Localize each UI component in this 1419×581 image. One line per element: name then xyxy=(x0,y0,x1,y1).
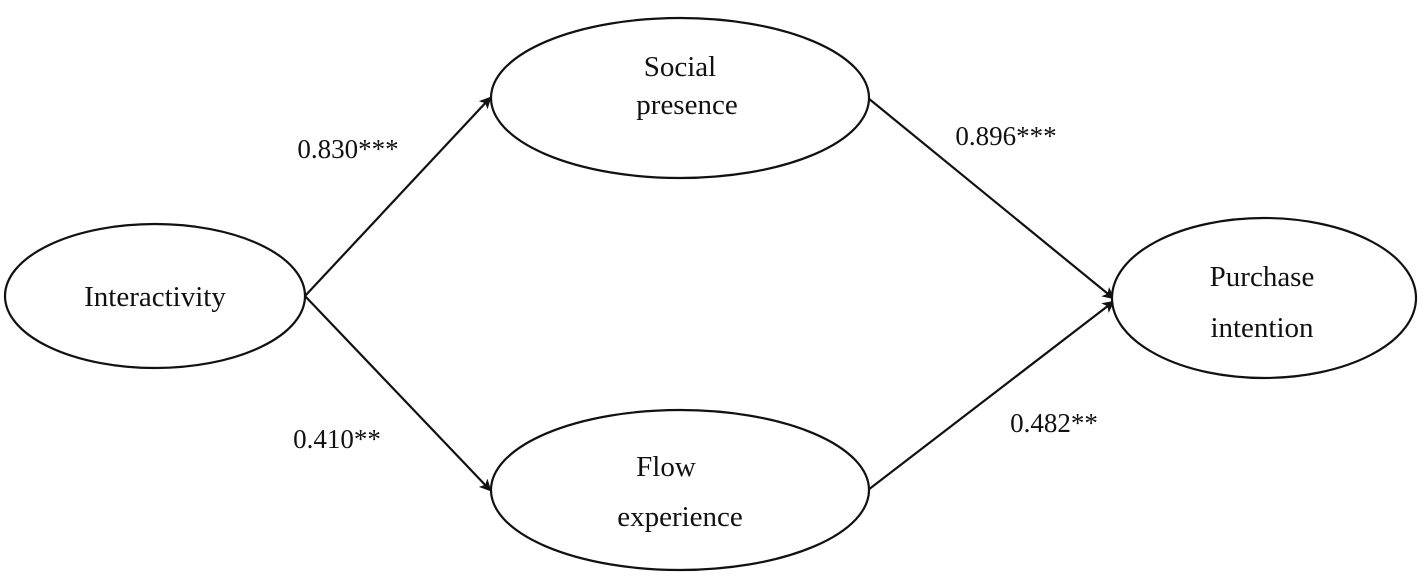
node-purchase-intention: Purchase intention xyxy=(1110,216,1418,380)
node-purchase-intention-label-line2: intention xyxy=(1210,312,1314,344)
coefficient-social-presence-purchase-intention: 0.896*** xyxy=(955,121,1056,151)
coefficient-interactivity-social-presence: 0.830*** xyxy=(297,134,398,164)
node-social-presence: Social presence xyxy=(489,16,871,180)
node-interactivity-label: Interactivity xyxy=(84,281,226,313)
arrow-flow-experience-to-purchase-intention xyxy=(867,300,1115,491)
node-social-presence-label-line1: Social xyxy=(644,51,717,83)
node-purchase-intention-ellipse xyxy=(1110,216,1418,380)
node-interactivity-ellipse xyxy=(3,222,307,370)
edges xyxy=(304,96,1115,492)
node-purchase-intention-label-line1: Purchase xyxy=(1210,261,1315,293)
node-interactivity: Interactivity xyxy=(3,222,307,370)
node-flow-experience: Flow experience xyxy=(489,408,871,572)
node-flow-experience-ellipse xyxy=(489,408,871,572)
node-social-presence-ellipse xyxy=(489,16,871,180)
node-flow-experience-label-line2: experience xyxy=(617,501,743,533)
arrow-interactivity-to-flow-experience xyxy=(304,295,492,492)
arrow-interactivity-to-social-presence xyxy=(304,96,492,297)
node-social-presence-label-line2: presence xyxy=(636,89,737,121)
node-flow-experience-label-line1: Flow xyxy=(636,451,696,483)
coefficient-interactivity-flow-experience: 0.410** xyxy=(293,424,381,454)
coefficient-flow-experience-purchase-intention: 0.482** xyxy=(1010,408,1098,438)
arrow-social-presence-to-purchase-intention xyxy=(867,97,1115,300)
